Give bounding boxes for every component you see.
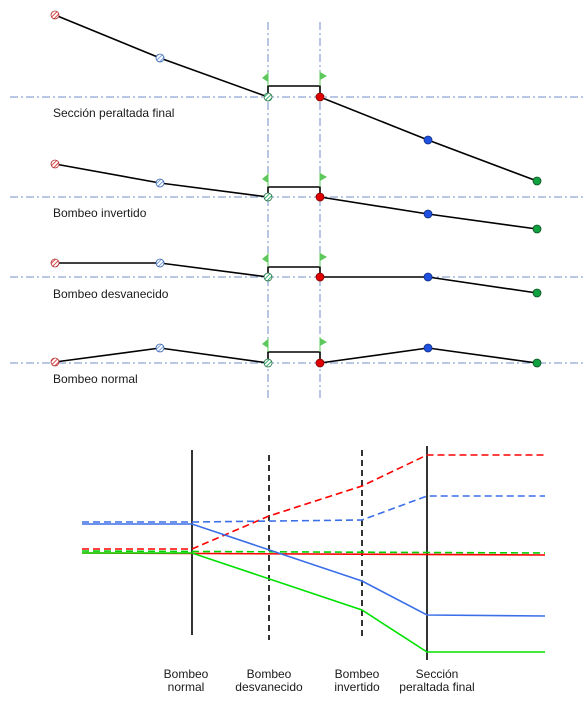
left-shoulder-point [155,343,165,353]
stage-label-final: Sección peraltada final [392,668,482,694]
section-peraltada-final [50,10,542,186]
flag-icon [320,72,327,80]
left-axis-point [263,192,273,202]
right-edge-point [532,288,542,298]
section-bombeo-invertido [50,159,542,234]
left-edge-point [50,159,60,169]
axis-box [267,85,321,97]
left-edge-point [50,10,60,20]
red-dashed-line [82,454,545,550]
left-shoulder-point [155,258,165,268]
stage-label-line2: normal [167,680,205,694]
flag-icon [320,338,327,346]
section-label-bombeo-normal: Bombeo normal [53,372,138,386]
stage-label-line2: peraltada final [399,680,475,694]
left-axis-point [263,272,273,282]
right-axis-point [315,358,325,368]
flag-icon [262,339,268,348]
axis-box [267,186,321,197]
flag-icon [320,253,327,261]
right-axis-point [315,92,325,102]
stage-label-line1: Bombeo [334,667,380,681]
right-axis-point [315,272,325,282]
left-shoulder-point [155,178,165,188]
right-shoulder-point [423,135,433,145]
stage-label-desvanecido: Bombeo desvanecido [224,668,314,694]
right-edge-point [532,358,542,368]
blue-solid-line [82,523,546,617]
right-edge-point [532,224,542,234]
left-shoulder-point [155,53,165,63]
stage-label-line1: Bombeo [163,667,209,681]
green-solid-line [82,552,545,653]
section-label-bombeo-desvanecido: Bombeo desvanecido [53,287,169,301]
section-label-peraltada-final: Sección peraltada final [53,106,175,120]
section-bombeo-normal [50,337,542,368]
left-axis-point [263,92,273,102]
stage-label-line1: Sección [415,667,459,681]
axis-box [267,266,321,277]
left-edge-point [50,357,60,367]
stage-label-line1: Bombeo [246,667,292,681]
green-dashed-line [81,550,546,554]
right-edge-point [532,176,542,186]
right-axis-point [315,192,325,202]
section-bombeo-desvanecido [50,252,542,298]
axis-box [267,351,321,363]
left-axis-point [263,358,273,368]
right-shoulder-point [423,343,433,353]
section-label-bombeo-invertido: Bombeo invertido [53,206,147,220]
flag-icon [262,174,268,183]
right-shoulder-point [423,209,433,219]
flag-icon [320,173,327,181]
blue-dashed-line [82,495,545,523]
transition-diagram [81,446,546,660]
flag-icon [262,73,268,82]
cross-sections [10,10,585,398]
stage-label-invertido: Bombeo invertido [312,668,402,694]
stage-label-line2: invertido [334,680,380,694]
stage-label-line2: desvanecido [235,680,303,694]
stage-label-normal: Bombeo normal [141,668,231,694]
left-edge-point [50,258,60,268]
right-shoulder-point [423,272,433,282]
flag-icon [262,254,268,263]
